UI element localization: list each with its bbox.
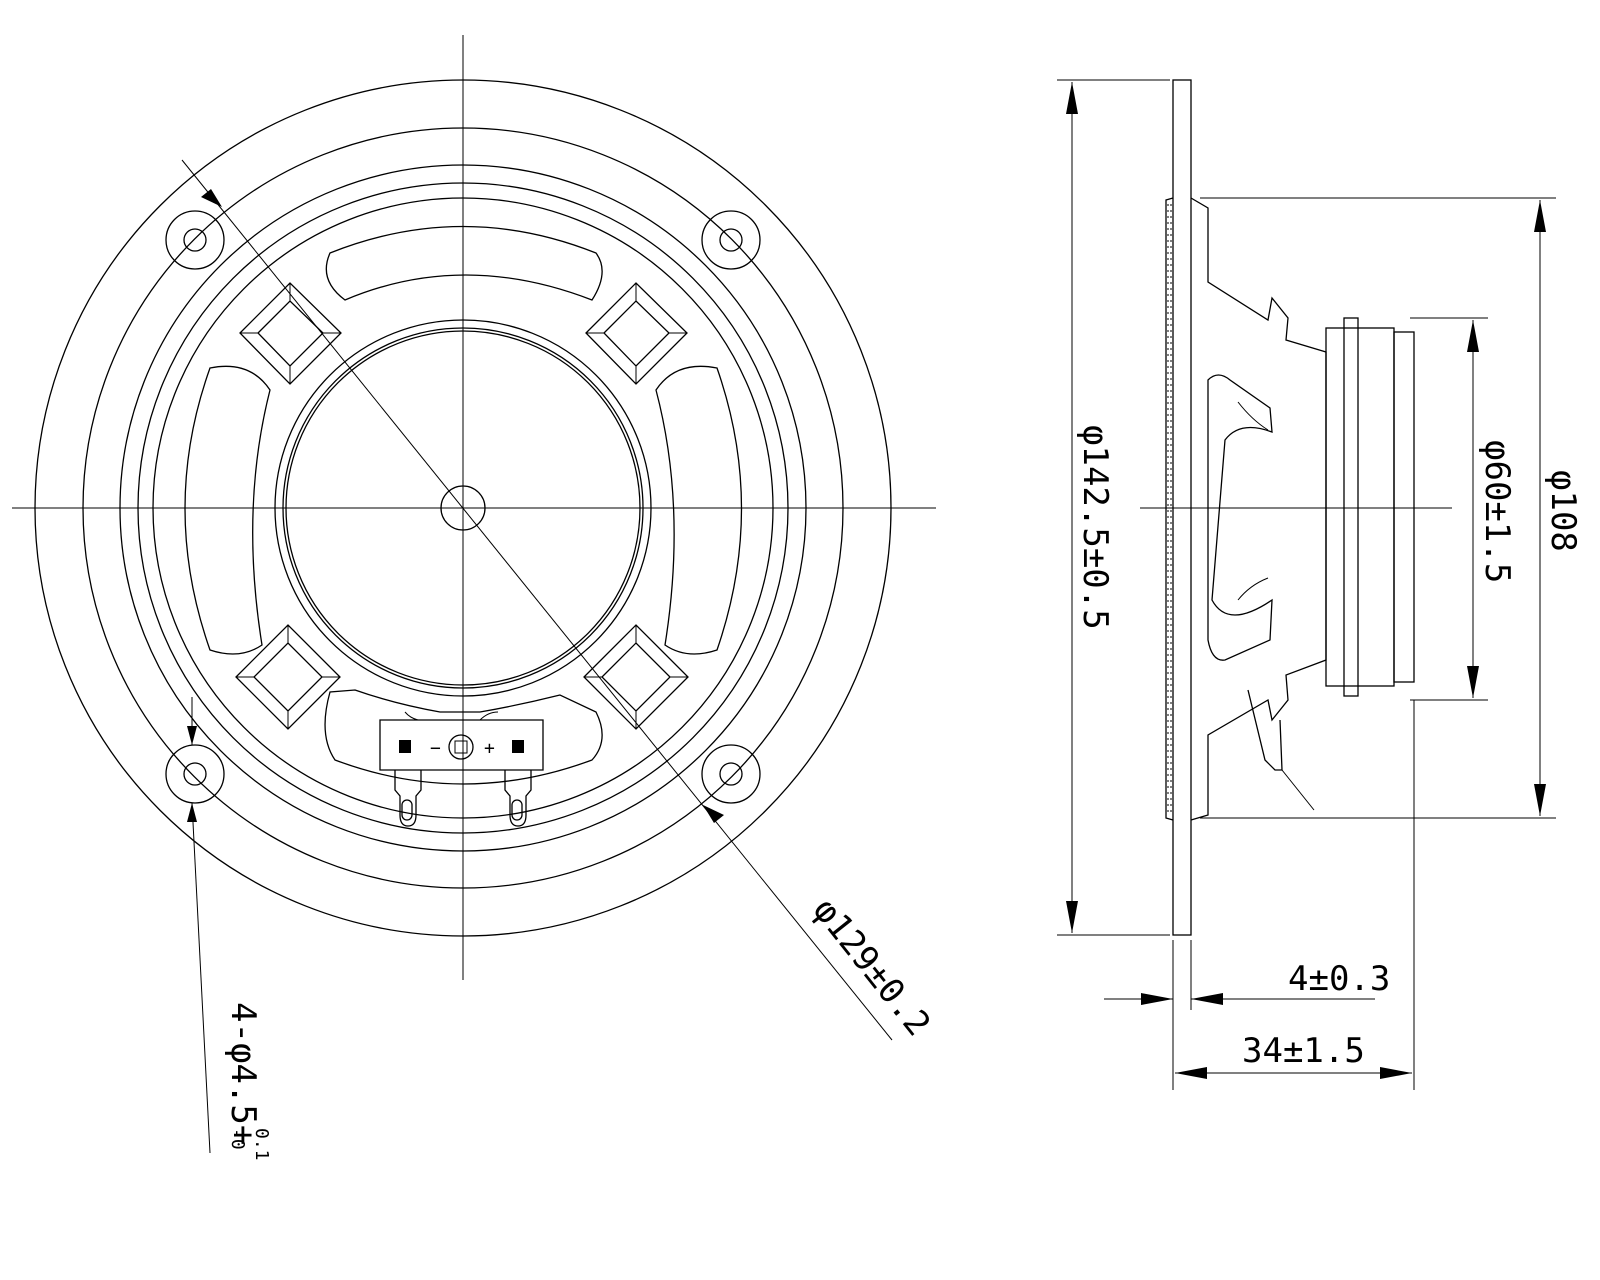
hole-tolerance-upper: 0.1	[251, 1128, 272, 1161]
top-plate	[1343, 317, 1359, 697]
frame-ring-inner	[152, 197, 774, 819]
back-plate	[1393, 331, 1415, 683]
magnet-ring-mid	[282, 327, 644, 689]
mounting-holes	[165, 210, 761, 804]
frame-bosses	[235, 282, 689, 730]
magnet-ring-outer	[274, 319, 652, 697]
basket-window	[1207, 374, 1273, 661]
depth-label: 34±1.5	[1242, 1031, 1365, 1071]
outer-diameter-label: φ142.5±0.5	[1075, 425, 1115, 630]
bolt-circle-dimension: φ129±0.2	[181, 159, 938, 1044]
terminal-side	[1247, 689, 1283, 771]
frame-diameter-label: φ108	[1543, 470, 1583, 552]
hole-tolerance-lower: -0	[227, 1128, 248, 1150]
frame-ring-outer	[137, 182, 789, 834]
basket-outline	[1190, 197, 1327, 821]
terminal-plus-label: +	[484, 738, 495, 759]
center-vent	[440, 485, 486, 531]
rim-ring-3	[119, 164, 807, 852]
outer-rim	[34, 79, 892, 937]
hole-spec-label: 4-φ4.5+	[223, 1002, 263, 1145]
side-view: φ142.5±0.5 φ108 φ60±1.5 4±0.3 34±1.5	[1057, 79, 1583, 1090]
mounting-flange	[1172, 79, 1192, 936]
magnet-ring-inner	[285, 330, 641, 686]
magnet-diameter-label: φ60±1.5	[1477, 440, 1517, 583]
frame-windows	[184, 225, 743, 785]
front-view: − + φ129±0.2 4-φ4.5+ 0.1 -0	[12, 35, 938, 1161]
terminal-minus-label: −	[430, 738, 441, 759]
gasket	[1165, 197, 1174, 821]
flange-thickness-label: 4±0.3	[1288, 959, 1390, 999]
rim-ring-2	[82, 127, 844, 889]
hole-dimension: 4-φ4.5+ 0.1 -0	[187, 697, 272, 1161]
bolt-circle-label: φ129±0.2	[805, 891, 938, 1044]
terminal-block: − +	[379, 711, 544, 827]
magnet-outer	[1325, 327, 1395, 687]
